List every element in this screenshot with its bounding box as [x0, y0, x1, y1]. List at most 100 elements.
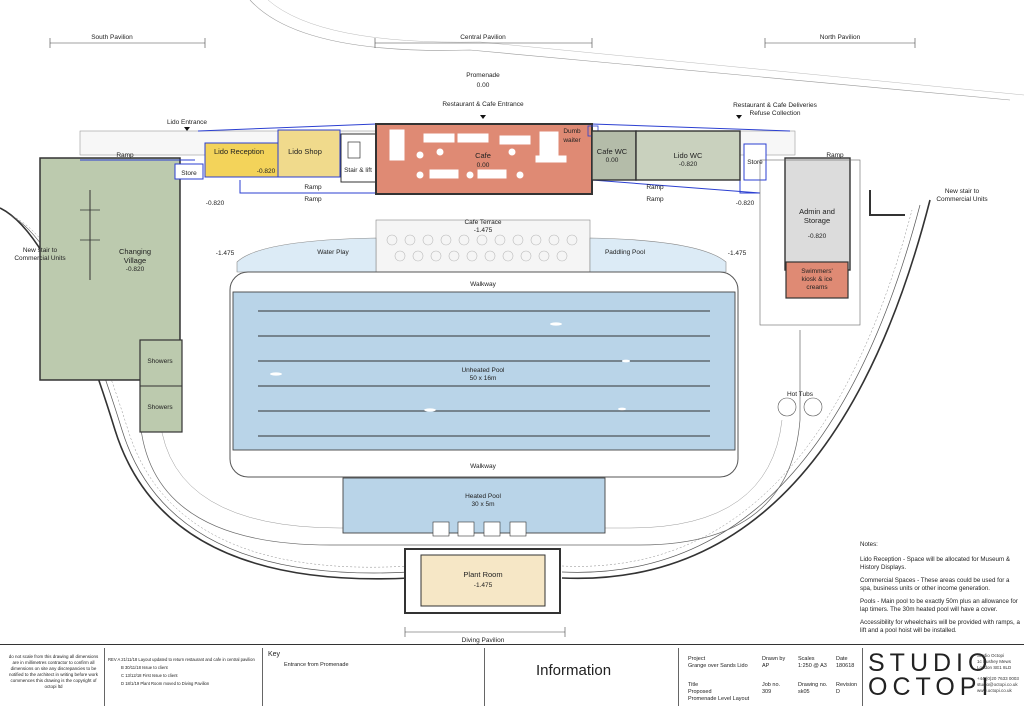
divider	[484, 648, 485, 706]
address-line: 1c Bushey Mews	[977, 659, 1012, 664]
right-stair-wall	[869, 190, 905, 216]
kiosk-room	[785, 261, 849, 299]
label-store-right: Store	[747, 159, 763, 166]
plant-room	[420, 554, 546, 607]
label-diving-pavilion: Diving Pavilion	[462, 637, 505, 644]
divider	[262, 648, 263, 706]
label-restaurant-entrance: Restaurant & Cafe Entrance	[442, 101, 524, 108]
swimmer-figures	[270, 322, 630, 412]
unheated-pool	[232, 291, 736, 451]
ramps	[80, 123, 791, 194]
logo-line: STUDIO	[868, 649, 993, 677]
label-promenade-level: 0.00	[477, 82, 490, 89]
drawingno-label: Drawing no.	[798, 682, 828, 688]
pool-deck-outline	[139, 330, 801, 546]
label-plant-room: Plant Room	[463, 570, 502, 579]
note-item: Pools - Main pool to be exactly 50m plus…	[860, 598, 1018, 613]
jobno-value: 309	[762, 689, 772, 695]
label-cafe-terrace: Cafe Terrace	[464, 219, 501, 226]
label-deliveries: Restaurant & Cafe Deliveries	[733, 102, 818, 109]
label-changing: Changing	[119, 247, 151, 256]
drawn-label: Drawn by	[762, 656, 786, 662]
label-storage: Storage	[804, 216, 830, 225]
label-level: -1.475	[728, 250, 747, 257]
label-ramp: Ramp	[116, 152, 134, 159]
divider	[678, 648, 679, 706]
logo-line: OCTOPI	[868, 673, 994, 701]
label-central-pavilion: Central Pavilion	[460, 34, 506, 41]
label-store-left: Store	[181, 170, 197, 177]
label-cafe-terrace-level: -1.475	[474, 227, 493, 234]
label-south-pavilion: South Pavilion	[91, 34, 133, 41]
label-new-stair-left: Commercial Units	[14, 255, 66, 262]
key-heading: Key	[268, 651, 281, 658]
divider	[862, 648, 863, 706]
label-lido-entrance: Lido Entrance	[167, 119, 207, 126]
revision-entry: B 30/11/18 Issue to client	[121, 665, 168, 670]
revision-label: Revision	[836, 682, 858, 688]
store-left-room	[174, 163, 204, 180]
drawingno-value: sk05	[798, 689, 810, 695]
label-level: -1.475	[216, 250, 235, 257]
label-lido-reception: Lido Reception	[214, 147, 264, 156]
revision-value: D	[836, 689, 840, 695]
label-water-play: Water Play	[317, 249, 349, 256]
revision-entry: D 18/1/19 Plant Room moved to Diving Pav…	[121, 681, 210, 686]
label-promenade: Promenade	[466, 72, 500, 79]
title-value: Promenade Level Layout	[688, 696, 750, 702]
label-showers: Showers	[147, 358, 173, 365]
label-lido-wc-level: -0.820	[679, 161, 698, 168]
road-line	[267, 0, 1024, 96]
label-heated-pool-size: 30 x 5m	[471, 501, 494, 508]
scales-value: 1:250 @ A3	[798, 663, 827, 669]
label-reception-level: -0.820	[257, 168, 276, 175]
title-block	[0, 644, 1024, 711]
label-changing-level: -0.820	[126, 266, 145, 273]
scales-label: Scales	[798, 656, 815, 662]
address-line: London SE1 8LD	[977, 665, 1012, 670]
label-cafe: Cafe	[475, 151, 491, 160]
cafe-chairs	[416, 148, 524, 179]
label-ramp: Ramp	[826, 152, 844, 159]
note-item: Lido Reception - Space will be allocated…	[860, 556, 1010, 571]
notes-panel: Notes: Lido Reception - Space will be al…	[860, 541, 1020, 640]
label-ramp: Ramp	[646, 184, 664, 191]
date-value: 180618	[836, 663, 855, 669]
label-kiosk: kiosk & ice	[801, 276, 832, 283]
label-showers: Showers	[147, 404, 173, 411]
label-new-stair-right: New stair to	[945, 188, 980, 195]
label-ramp: Ramp	[304, 196, 322, 203]
label-village: Village	[124, 256, 146, 265]
label-new-stair-right: Commercial Units	[936, 196, 988, 203]
terrace-tables	[386, 234, 578, 262]
key-entry: Entrance from Promenade	[284, 662, 349, 668]
information-title: Information	[536, 662, 612, 679]
label-plant-room-level: -1.475	[474, 582, 493, 589]
lido-reception-room	[204, 142, 279, 178]
label-admin-level: -0.820	[808, 233, 827, 240]
revision-list: REV A 21/11/18 Layout updated to return …	[108, 656, 258, 688]
cafe-wc-room	[591, 130, 637, 181]
label-level: -0.820	[736, 200, 755, 207]
admin-courtyard	[759, 159, 861, 326]
note-item: Accessibility for wheelchairs will be pr…	[860, 619, 1020, 634]
jobno-label: Job no.	[762, 682, 781, 688]
lane-ropes	[258, 310, 710, 437]
label-refuse: Refuse Collection	[750, 110, 801, 117]
label-admin: Admin and	[799, 207, 835, 216]
address-line: studio@octopi.co.uk	[977, 682, 1018, 687]
label-kiosk: creams	[806, 284, 828, 291]
label-stair-lift: Stair & lift	[344, 167, 372, 174]
label-cafe-wc-level: 0.00	[606, 157, 619, 164]
note-item: Commercial Spaces - These areas could be…	[860, 577, 1010, 592]
divider	[104, 648, 105, 706]
label-kiosk: Swimmers'	[801, 268, 833, 275]
studio-logo: STUDIO OCTOPI	[868, 649, 994, 701]
drawn-value: AP	[762, 663, 770, 669]
dimension-lines	[49, 38, 916, 637]
disclaimer-text: do not scale from this drawing all dimen…	[8, 654, 99, 689]
label-unheated-pool-size: 50 x 16m	[470, 375, 497, 382]
title-label: Title	[688, 682, 699, 688]
water-play-area	[236, 237, 377, 273]
